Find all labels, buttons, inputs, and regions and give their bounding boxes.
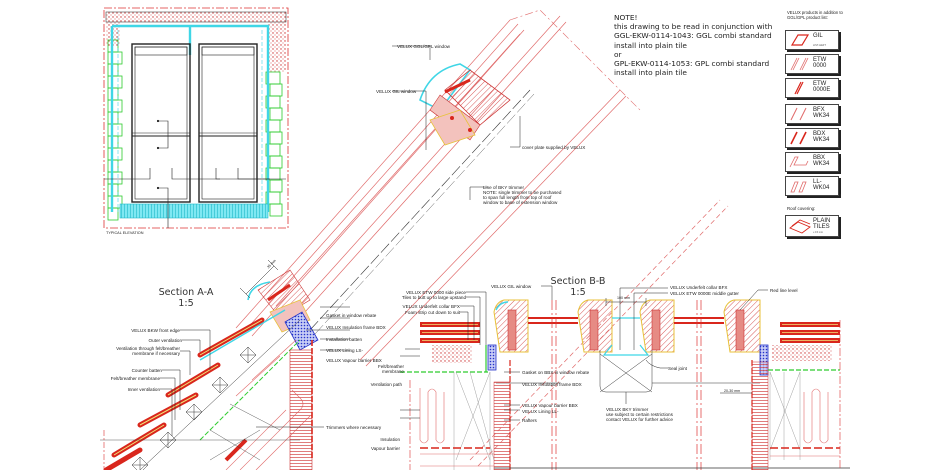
product-code: BBX WK34 bbox=[813, 155, 830, 167]
ll-lining-icon bbox=[790, 181, 807, 193]
product-code: ETW 0000 bbox=[813, 57, 827, 69]
roof-covering-label: Roof covering: bbox=[787, 206, 816, 211]
label-ggl-gpl-window: VELUX GGL/GPL window bbox=[397, 44, 450, 49]
section-aa-scale: 1:5 bbox=[178, 298, 194, 309]
label-bb-insulation-frame-bdx: VELUX Insulation frame BDX bbox=[522, 382, 582, 387]
plain-tiles-icon bbox=[789, 219, 811, 234]
label-installation-batten: Installation batten bbox=[326, 337, 363, 342]
label-felt-breather: Felt/breather bbox=[377, 364, 404, 369]
legend-roof-covering-plain-tiles: PLAIN TILES ≤ 15 mm bbox=[785, 215, 839, 237]
note-line: install into plain tile bbox=[614, 40, 687, 50]
label-felt-breather-membrane: Felt/breather membrane bbox=[110, 376, 160, 381]
label-bky-restriction-1: use subject to certain restrictions bbox=[606, 412, 673, 417]
section-bb-drawing bbox=[400, 285, 850, 470]
label-bb-vapour-barrier-bbx: VELUX Vapour barrier BBX bbox=[522, 403, 578, 408]
label-rafters: Rafters bbox=[522, 418, 537, 423]
gil-product-icon bbox=[790, 34, 810, 46]
note-line: GPL-EKW-0114-1053: GPL combi standard bbox=[614, 59, 770, 69]
label-tiles-butt-upstand: Tiles to butt up to large upstand bbox=[401, 295, 466, 300]
typical-elevation-drawing bbox=[103, 7, 289, 229]
label-underfelt-collar-bfx: VELUX Underfelt collar BFX bbox=[402, 304, 460, 309]
label-lining-ls: VELUX Lining LS- bbox=[326, 348, 364, 353]
label-bb-lining-ll: VELUX Lining LL- bbox=[522, 409, 559, 414]
legend-product-ll: LL- WK04 bbox=[785, 176, 839, 196]
label-ventilation-felt: Ventilation through felt/breather bbox=[116, 346, 180, 351]
note-line: NOTE! bbox=[614, 13, 638, 22]
label-bb-underfelt-collar-bfx: VELUX Underfelt collar BFX bbox=[670, 285, 728, 290]
section-bb-title: Section B-B 1:5 bbox=[548, 276, 608, 298]
legend-product-bfx: BFX WK34 bbox=[785, 104, 839, 124]
label-insulation-frame-bdx: VELUX Insulation frame BDX bbox=[326, 325, 386, 330]
section-bb-name: Section B-B bbox=[550, 276, 606, 287]
legend-product-bdx: BDX WK34 bbox=[785, 128, 839, 148]
legend-product-etw-0000: ETW 0000 bbox=[785, 54, 839, 74]
label-bkw-front-edge: VELUX BKW front edge bbox=[131, 328, 180, 333]
label-trimmers-where-necessary: Trimmers where necessary bbox=[326, 425, 382, 430]
label-insulation: Insulation bbox=[380, 437, 400, 442]
product-code: ETW 0000E bbox=[813, 81, 831, 93]
bbx-vapour-barrier-icon bbox=[789, 156, 809, 168]
product-code: BFX WK34 bbox=[813, 107, 830, 119]
label-outer-ventilation: Outer ventilation bbox=[148, 338, 182, 343]
label-membrane-if-necessary: membrane if necessary bbox=[132, 351, 180, 356]
label-vapour-barrier: Vapour barrier bbox=[370, 446, 400, 451]
product-sub: ≤ 15 mm bbox=[813, 231, 824, 234]
label-bky-note-1: NOTE: single trimmer to be purchased bbox=[483, 190, 562, 195]
bfx-collar-icon bbox=[790, 107, 807, 121]
product-code: GIL bbox=[813, 33, 823, 39]
section-bb-side-dimension: 20-30 mm bbox=[724, 389, 741, 393]
note-line: GGL-EKW-0114-1043: GGL combi standard bbox=[614, 31, 772, 41]
label-red-line-level: Red line level bbox=[770, 288, 798, 293]
etw-side-piece-icon bbox=[790, 57, 809, 71]
label-bky-restriction-2: contact VELUX for further advice bbox=[606, 417, 673, 422]
section-aa-drawing bbox=[100, 9, 729, 470]
label-bky-trimmer: VELUX BKY trimmer bbox=[606, 407, 649, 412]
label-etw-middle-gutter: VELUX ETW 0000E middle gutter bbox=[670, 291, 739, 296]
label-bky-note-2: to span full length from top of roof bbox=[483, 195, 552, 200]
legend-product-bbx: BBX WK34 bbox=[785, 152, 839, 172]
product-code: PLAIN TILES bbox=[813, 218, 831, 230]
section-bb-scale: 1:5 bbox=[570, 287, 586, 298]
label-counter-batten: Counter batten bbox=[131, 368, 162, 373]
label-gil-window: VELUX GIL window bbox=[376, 89, 417, 94]
section-bb-gutter-dimension: 100 mm bbox=[617, 296, 630, 300]
section-aa-title: Section A-A 1:5 bbox=[156, 287, 216, 309]
legend-product-gil: GIL LIST-HEFT bbox=[785, 30, 839, 50]
legend-heading: VELUX products in addition to GGL/GPL pr… bbox=[787, 10, 843, 20]
label-etw-side-piece: VELUX ETW 0000 side piece bbox=[405, 290, 466, 295]
label-membrane: membrane bbox=[382, 369, 404, 374]
label-cover-plate: cover plate supplied by VELUX bbox=[522, 145, 586, 150]
note-line: this drawing to be read in conjunction w… bbox=[614, 22, 773, 32]
label-gasket-on-bbx: Gasket on BBX in window rebate bbox=[522, 370, 590, 375]
etw-middle-gutter-icon bbox=[794, 81, 804, 95]
product-sub: LIST-HEFT bbox=[813, 44, 826, 47]
drawing-note: NOTE! this drawing to be read in conjunc… bbox=[614, 13, 772, 77]
bdx-insulation-icon bbox=[790, 131, 807, 145]
label-gasket-window-rebate: Gasket in window rebate bbox=[326, 313, 377, 318]
label-seal-joint: Seal joint bbox=[668, 366, 687, 371]
note-line: install into plain tile bbox=[614, 68, 687, 78]
product-code: BDX WK34 bbox=[813, 131, 830, 143]
elevation-caption: TYPICAL ELEVATION bbox=[106, 231, 144, 235]
label-foam-strip: Foam strip cut down to suit bbox=[405, 310, 460, 315]
product-code: LL- WK04 bbox=[813, 179, 830, 191]
legend-product-etw-0000e: ETW 0000E bbox=[785, 78, 839, 98]
note-line: or bbox=[614, 49, 622, 59]
label-inner-ventilation: Inner ventilation bbox=[127, 387, 160, 392]
label-bky-note-3: window to base of extension window bbox=[483, 200, 558, 205]
label-vapour-barrier-bbx: VELUX Vapour barrier BBX bbox=[326, 358, 382, 363]
label-bb-gil-window: VELUX GIL window bbox=[491, 284, 532, 289]
label-bky-trimmer-line: Line of BKY trimmer bbox=[483, 185, 525, 190]
label-ventilation-path: Ventilation path bbox=[370, 382, 402, 387]
section-aa-name: Section A-A bbox=[158, 287, 214, 298]
